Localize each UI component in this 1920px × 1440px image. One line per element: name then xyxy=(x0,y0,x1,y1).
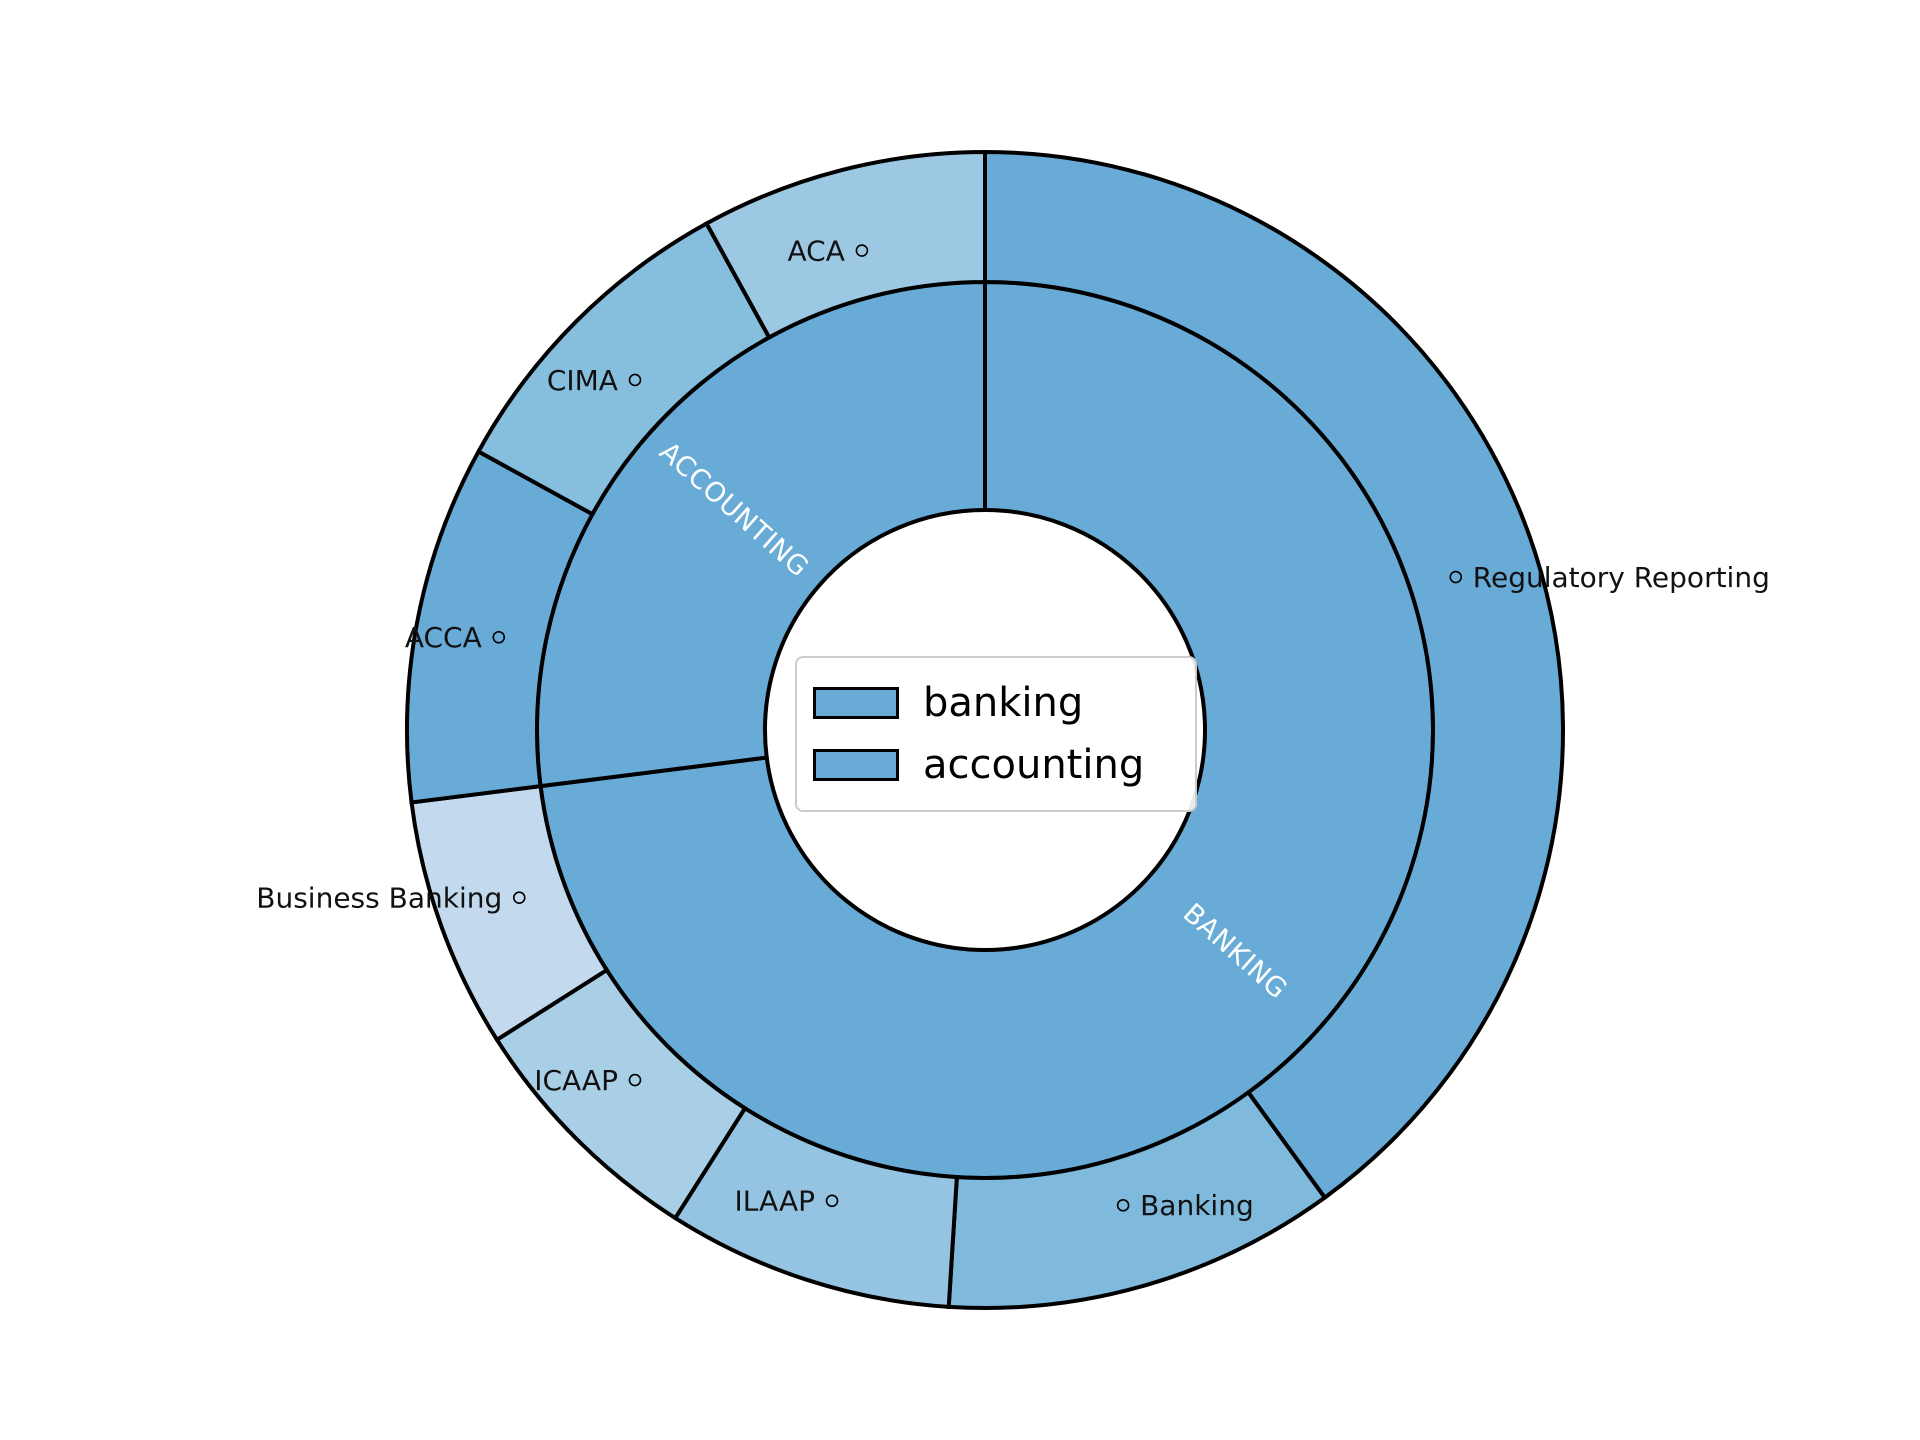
marker-ilaap-icon xyxy=(825,1194,839,1208)
label-cima: CIMA xyxy=(547,364,618,397)
marker-regulatory-reporting-icon xyxy=(1449,570,1463,584)
legend-swatch-accounting-icon xyxy=(813,749,899,781)
legend-label-banking: banking xyxy=(923,680,1084,726)
label-business-banking: Business Banking xyxy=(256,881,502,914)
legend-label-accounting: accounting xyxy=(923,742,1145,788)
legend-item-accounting: accounting xyxy=(813,745,1195,785)
marker-acca-icon xyxy=(492,630,506,644)
label-icaap: ICAAP xyxy=(534,1064,618,1097)
legend-item-banking: banking xyxy=(813,683,1195,723)
marker-banking-icon xyxy=(1116,1199,1130,1212)
legend: banking accounting xyxy=(795,656,1197,812)
marker-cima-icon xyxy=(628,373,642,387)
marker-business-banking-icon xyxy=(512,891,526,904)
label-regulatory-reporting: Regulatory Reporting xyxy=(1473,561,1770,594)
label-aca: ACA xyxy=(788,234,845,267)
label-banking: Banking xyxy=(1140,1189,1254,1222)
marker-aca-icon xyxy=(855,244,869,257)
wedge-aca xyxy=(703,149,987,341)
label-acca: ACCA xyxy=(405,621,482,654)
legend-swatch-banking-icon xyxy=(813,687,899,719)
marker-icaap-icon xyxy=(628,1073,642,1087)
label-ilaap: ILAAP xyxy=(735,1185,815,1218)
wedge-regulatory-reporting xyxy=(983,149,1565,1201)
